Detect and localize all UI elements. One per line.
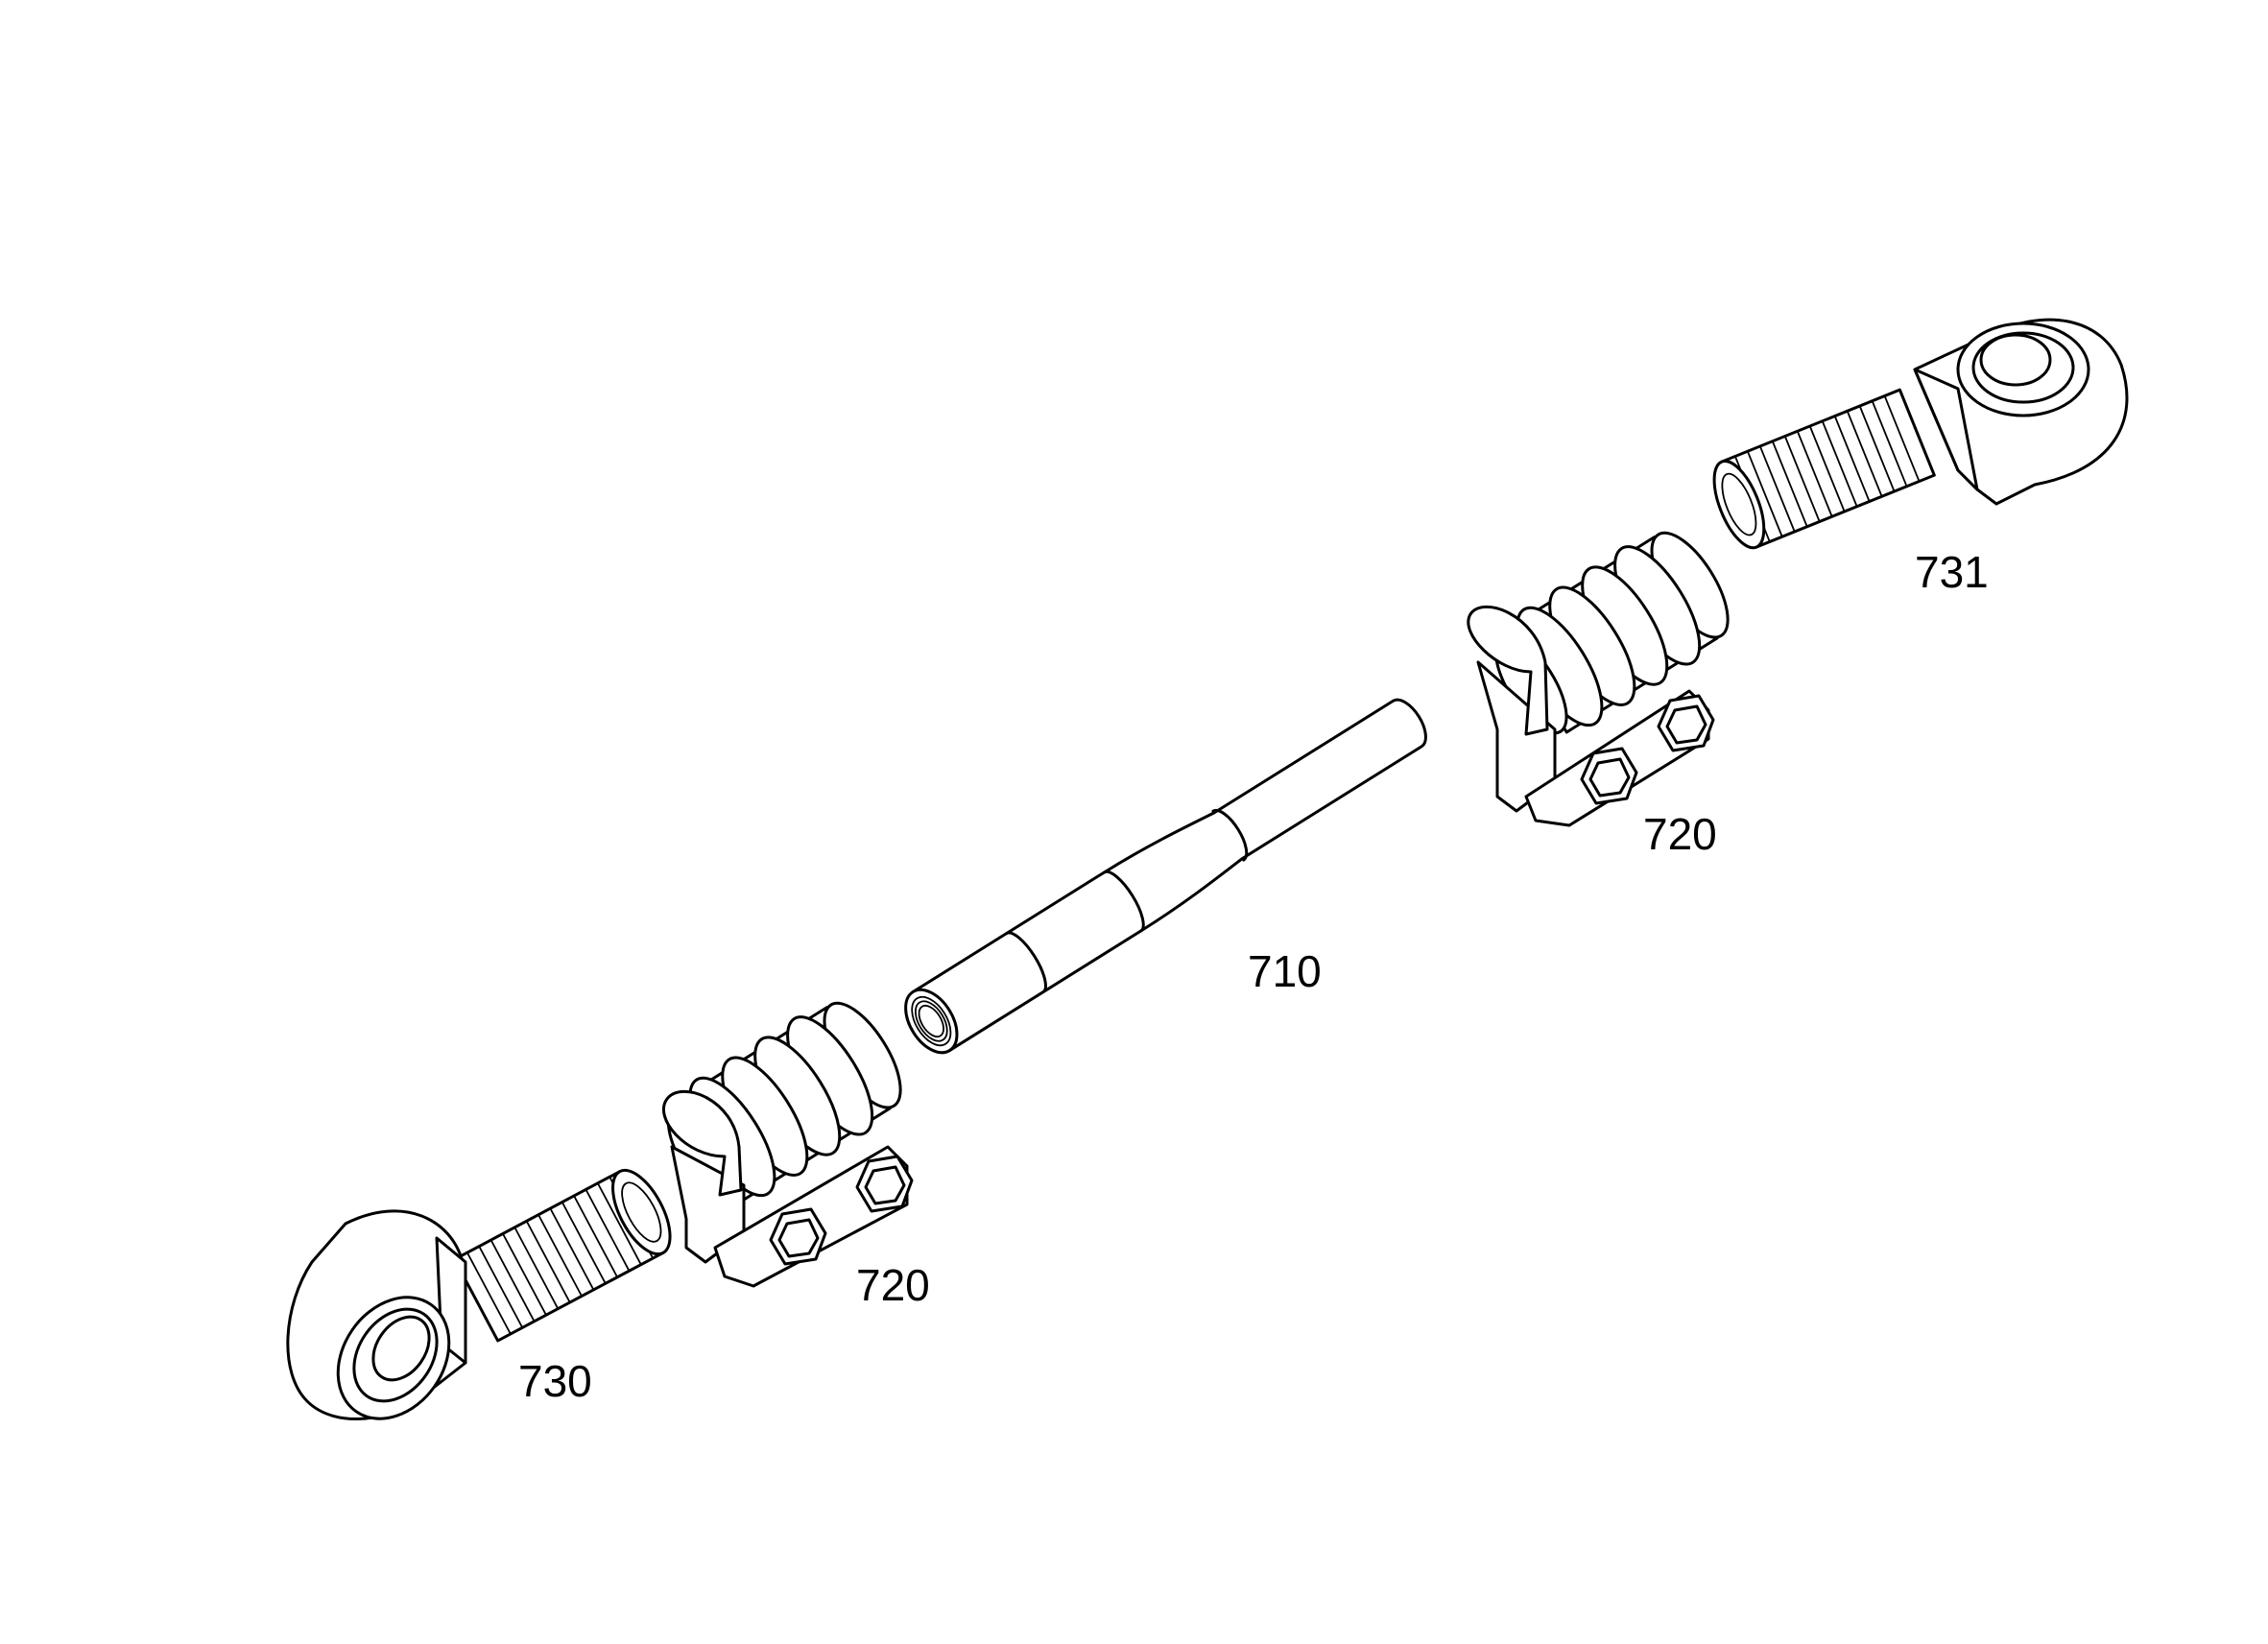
turnbuckle-tube-710 (904, 698, 1427, 1055)
rod-end-730 (286, 1168, 672, 1420)
label-710: 710 (1248, 946, 1322, 996)
rod-end-731 (1712, 318, 2129, 550)
clamp-720-lower (662, 1001, 914, 1288)
clamp-720-upper (1467, 531, 1730, 827)
label-731: 731 (1915, 547, 1989, 597)
label-720-upper: 720 (1643, 809, 1717, 859)
label-730: 730 (518, 1356, 592, 1406)
label-720-lower: 720 (856, 1260, 930, 1310)
